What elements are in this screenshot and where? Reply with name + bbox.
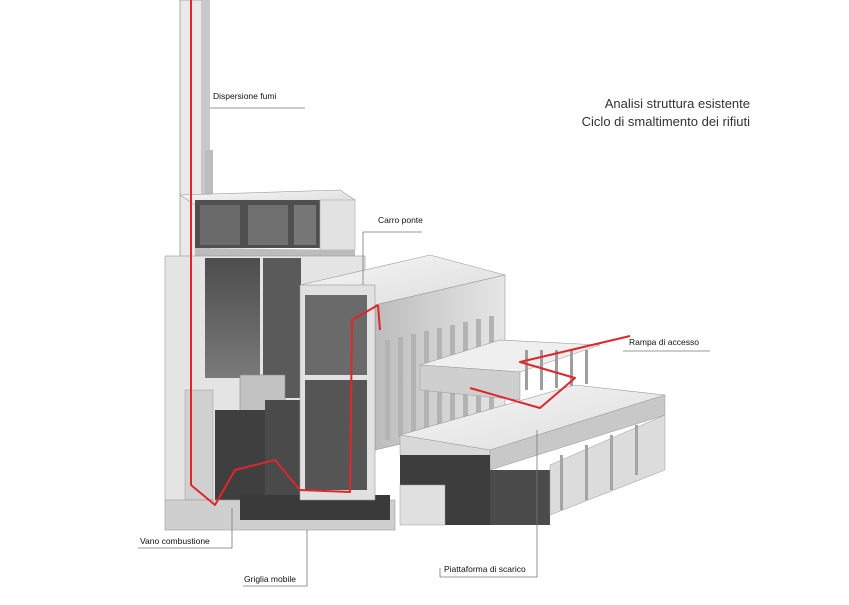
label-griglia-mobile: Griglia mobile (244, 574, 296, 584)
flue-block (179, 189, 356, 258)
diagram-heading: Analisi struttura esistente Ciclo di sma… (582, 95, 750, 131)
label-vano-combustione: Vano combustione (140, 536, 210, 546)
leader-lines (138, 107, 710, 587)
unloading-platform (399, 384, 666, 526)
label-piattaforma-di-scarico: Piattaforma di scarico (444, 564, 526, 574)
waste-flow-path (190, 0, 631, 506)
heading-line-1: Analisi struttura esistente (604, 96, 750, 111)
access-ramp (419, 339, 601, 401)
label-carro-ponte: Carro ponte (378, 215, 423, 225)
label-rampa-di-accesso: Rampa di accesso (629, 337, 699, 347)
heading-line-2: Ciclo di smaltimento dei rifiuti (581, 114, 750, 129)
label-dispersione-fumi: Dispersione fumi (213, 91, 277, 101)
